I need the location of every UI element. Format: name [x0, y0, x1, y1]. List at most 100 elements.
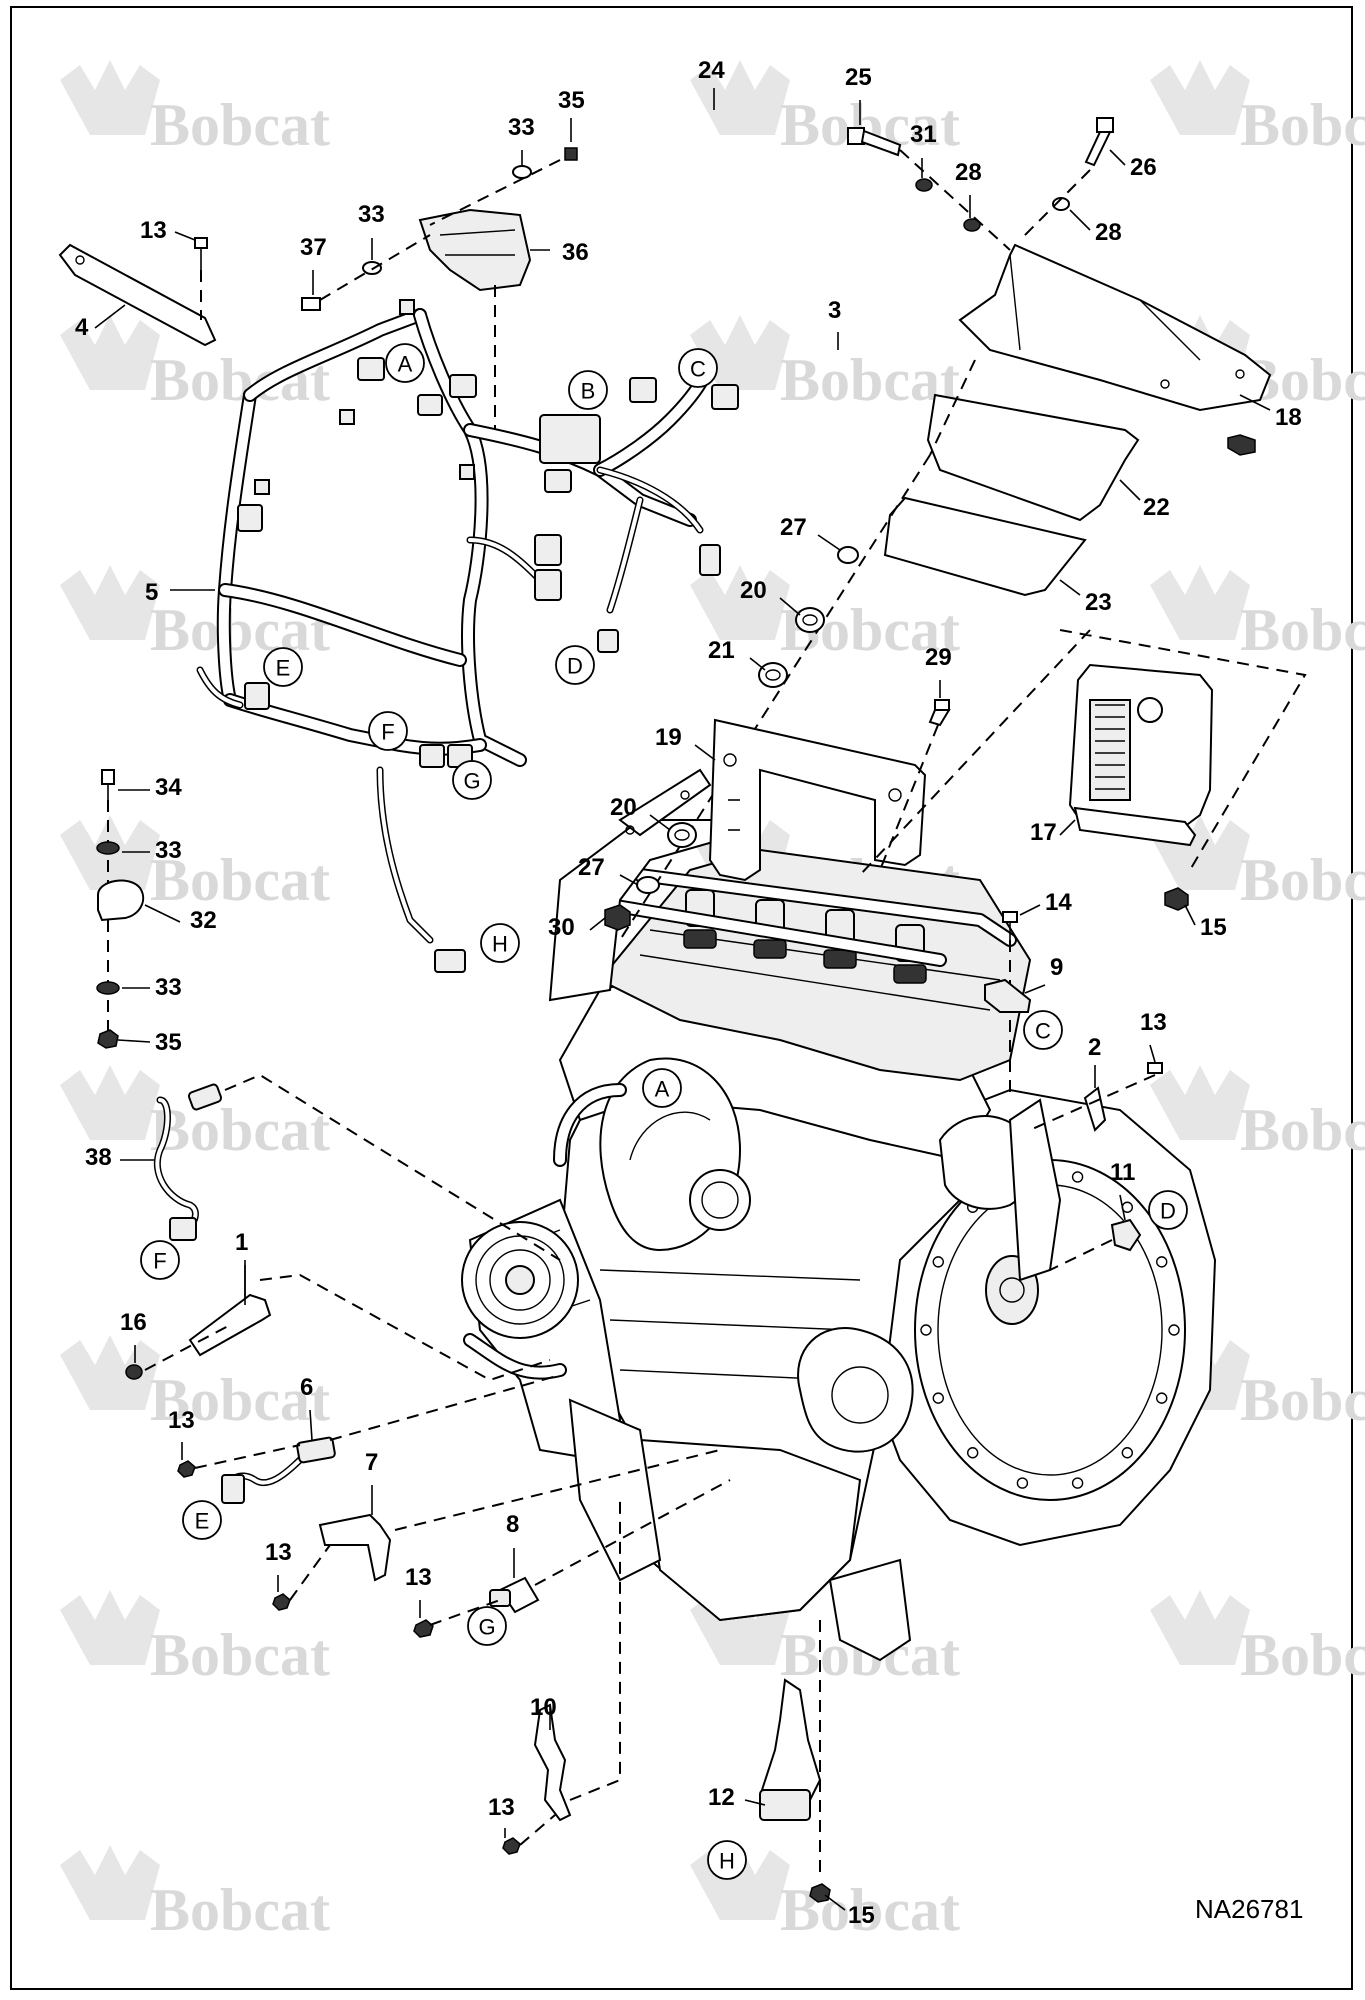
- callout-number: 17: [1030, 819, 1057, 846]
- callout-number: 36: [562, 239, 589, 266]
- ecu-mount-bracket-3: [958, 243, 1272, 412]
- callout-number: 33: [508, 114, 535, 141]
- callout-number: 2: [1088, 1034, 1101, 1061]
- callout-number: 13: [405, 1564, 432, 1591]
- watermark-text: Bobcat: [1240, 92, 1365, 158]
- callout-number: 15: [1200, 914, 1227, 941]
- svg-text:E: E: [276, 656, 291, 681]
- callout-number: 28: [1095, 219, 1122, 246]
- watermark-text: Bobcat: [1240, 597, 1365, 663]
- callout-number: 19: [655, 724, 682, 751]
- callout-number: 8: [506, 1511, 519, 1538]
- callout-number: 24: [698, 57, 725, 84]
- connector-letter-f: F: [140, 1240, 180, 1280]
- callout-number: 11: [1110, 1159, 1135, 1186]
- connector-letter-d: D: [555, 645, 595, 685]
- connector-letter-g: G: [452, 760, 492, 800]
- callout-number: 9: [1050, 954, 1063, 981]
- callout-number: 13: [168, 1407, 195, 1434]
- callout-number: 30: [548, 914, 575, 941]
- callout-number: 5: [145, 579, 158, 606]
- watermark-text: Bobcat: [1240, 847, 1365, 913]
- callout-number: 26: [1130, 154, 1157, 181]
- callout-number: 6: [300, 1374, 313, 1401]
- callout-number: 28: [955, 159, 982, 186]
- watermark-text: Bobcat: [150, 1097, 330, 1163]
- callout-number: 18: [1275, 404, 1302, 431]
- watermark-text: Bobcat: [780, 1877, 960, 1943]
- connector-letter-e: E: [182, 1500, 222, 1540]
- callout-number: 13: [1140, 1009, 1167, 1036]
- callout-number: 35: [558, 87, 585, 114]
- callout-number: 33: [358, 201, 385, 228]
- connector-letter-b: B: [568, 370, 608, 410]
- callout-number: 37: [300, 234, 327, 261]
- bolt-13-top: [194, 237, 208, 270]
- svg-text:E: E: [195, 1509, 210, 1534]
- watermark-text: Bobcat: [1240, 1097, 1365, 1163]
- bolt-26: [1084, 117, 1114, 167]
- pad-23: [883, 496, 1087, 597]
- callout-number: 21: [708, 637, 735, 664]
- svg-text:D: D: [1160, 1199, 1176, 1224]
- callout-number: 20: [610, 794, 637, 821]
- connector-letter-c: C: [1023, 1010, 1063, 1050]
- watermark-text: Bobcat: [150, 1622, 330, 1688]
- watermark-text: Bobcat: [780, 347, 960, 413]
- ecu-bracket-36: [418, 208, 532, 292]
- svg-text:A: A: [398, 352, 413, 377]
- callout-number: 4: [75, 314, 89, 341]
- callout-number: 3: [828, 297, 841, 324]
- callout-number: 13: [140, 217, 167, 244]
- svg-text:G: G: [478, 1615, 495, 1640]
- callout-number: 1: [235, 1229, 248, 1256]
- connector-letter-h: H: [480, 923, 520, 963]
- connector-letter-c: C: [678, 348, 718, 388]
- connector-letter-f: F: [368, 711, 408, 751]
- callout-number: 33: [155, 974, 182, 1001]
- connector-letter-h: H: [707, 1840, 747, 1880]
- callout-number: 27: [578, 854, 605, 881]
- callout-number: 34: [155, 774, 182, 801]
- svg-text:F: F: [381, 720, 394, 745]
- callout-number: 23: [1085, 589, 1112, 616]
- connector-letter-g: G: [467, 1606, 507, 1646]
- drawing-code: NA26781: [1195, 1894, 1303, 1924]
- watermark-text: Bobcat: [150, 1877, 330, 1943]
- callout-number: 10: [530, 1694, 557, 1721]
- callout-number: 7: [365, 1449, 378, 1476]
- callout-number: 35: [155, 1029, 182, 1056]
- callout-number: 12: [708, 1784, 735, 1811]
- engine-assembly: [461, 768, 1217, 1662]
- callout-number: 22: [1143, 494, 1170, 521]
- watermark-text: Bobcat: [150, 847, 330, 913]
- watermark-text: Bobcat: [1240, 1367, 1365, 1433]
- svg-text:C: C: [690, 357, 706, 382]
- svg-text:B: B: [581, 379, 596, 404]
- callout-number: 20: [740, 577, 767, 604]
- svg-text:A: A: [655, 1077, 670, 1102]
- callout-number: 25: [845, 64, 872, 91]
- watermark-text: Bobcat: [780, 92, 960, 158]
- watermark-text: Bobcat: [150, 1367, 330, 1433]
- plate-19: [708, 718, 927, 882]
- callout-number: 27: [780, 514, 807, 541]
- callout-number: 14: [1045, 889, 1072, 916]
- callout-number: 33: [155, 837, 182, 864]
- callout-number: 31: [910, 121, 937, 148]
- callout-number: 38: [85, 1144, 112, 1171]
- callout-number: 16: [120, 1309, 147, 1336]
- watermark-text: Bobcat: [1240, 1622, 1365, 1688]
- connector-letter-e: E: [263, 647, 303, 687]
- watermark-text: Bobcat: [150, 92, 330, 158]
- svg-text:G: G: [463, 769, 480, 794]
- watermark-text: Bobcat: [150, 347, 330, 413]
- svg-text:C: C: [1035, 1019, 1051, 1044]
- callout-number: 13: [488, 1794, 515, 1821]
- callout-number: 29: [925, 644, 952, 671]
- clamp-stack: [96, 769, 145, 1049]
- svg-text:H: H: [492, 932, 508, 957]
- svg-text:D: D: [567, 654, 583, 679]
